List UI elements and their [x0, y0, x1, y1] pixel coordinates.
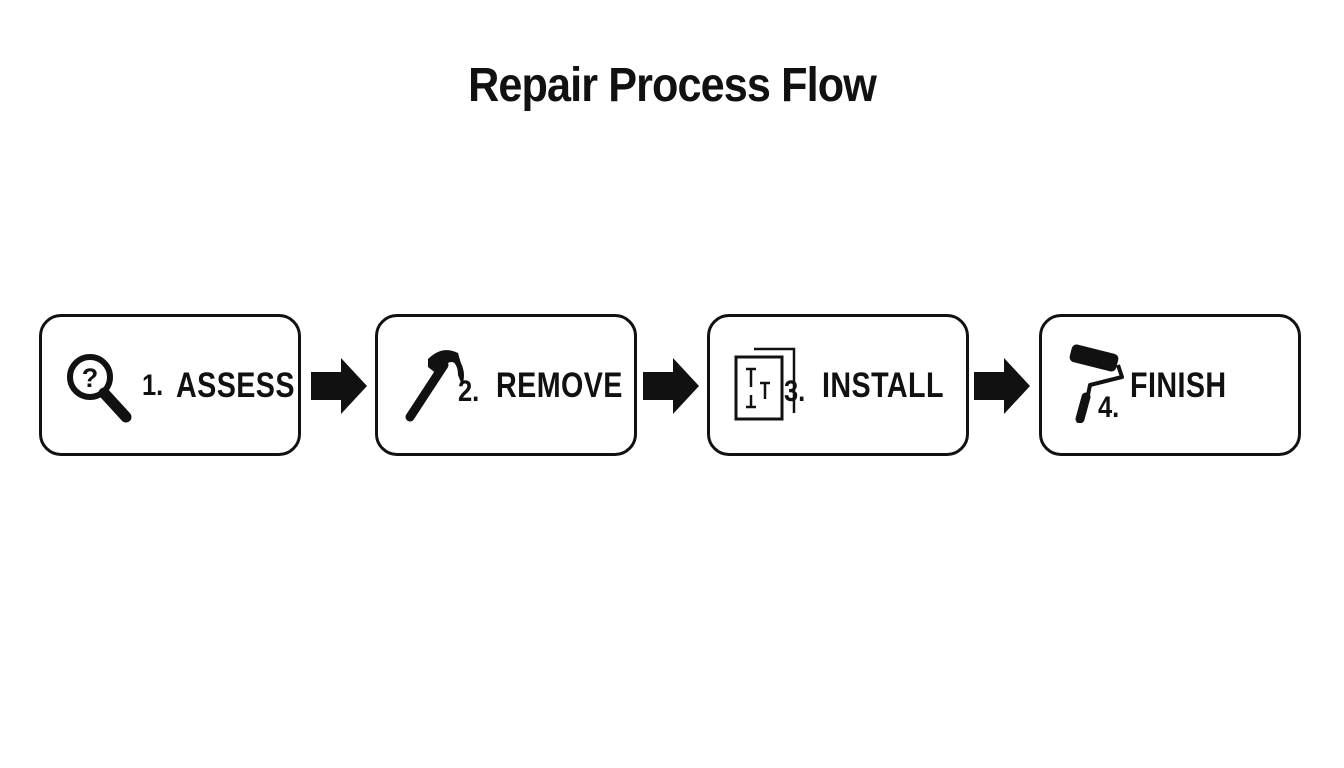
step-number: 4. [1098, 391, 1120, 424]
step-number: 2. [458, 375, 480, 408]
panel-icon [732, 343, 804, 423]
right-arrow-icon [309, 356, 369, 416]
hammer-icon [398, 345, 470, 425]
paint-roller-icon [1060, 343, 1132, 423]
right-arrow-icon [641, 356, 701, 416]
step-label: FINISH [1130, 366, 1227, 405]
svg-text:?: ? [82, 363, 99, 393]
diagram-title: Repair Process Flow [468, 59, 877, 112]
step-install: 3. INSTALL [707, 314, 969, 456]
right-arrow-icon [972, 356, 1032, 416]
magnifier-question-icon: ? [62, 347, 134, 427]
step-number: 1. [142, 369, 164, 402]
step-assess: ? 1. ASSESS [39, 314, 301, 456]
step-remove: 2. REMOVE [375, 314, 637, 456]
step-number: 3. [784, 375, 806, 408]
step-label: REMOVE [496, 366, 623, 405]
step-finish: 4. FINISH [1039, 314, 1301, 456]
step-label: ASSESS [176, 366, 295, 405]
step-label: INSTALL [822, 366, 944, 405]
